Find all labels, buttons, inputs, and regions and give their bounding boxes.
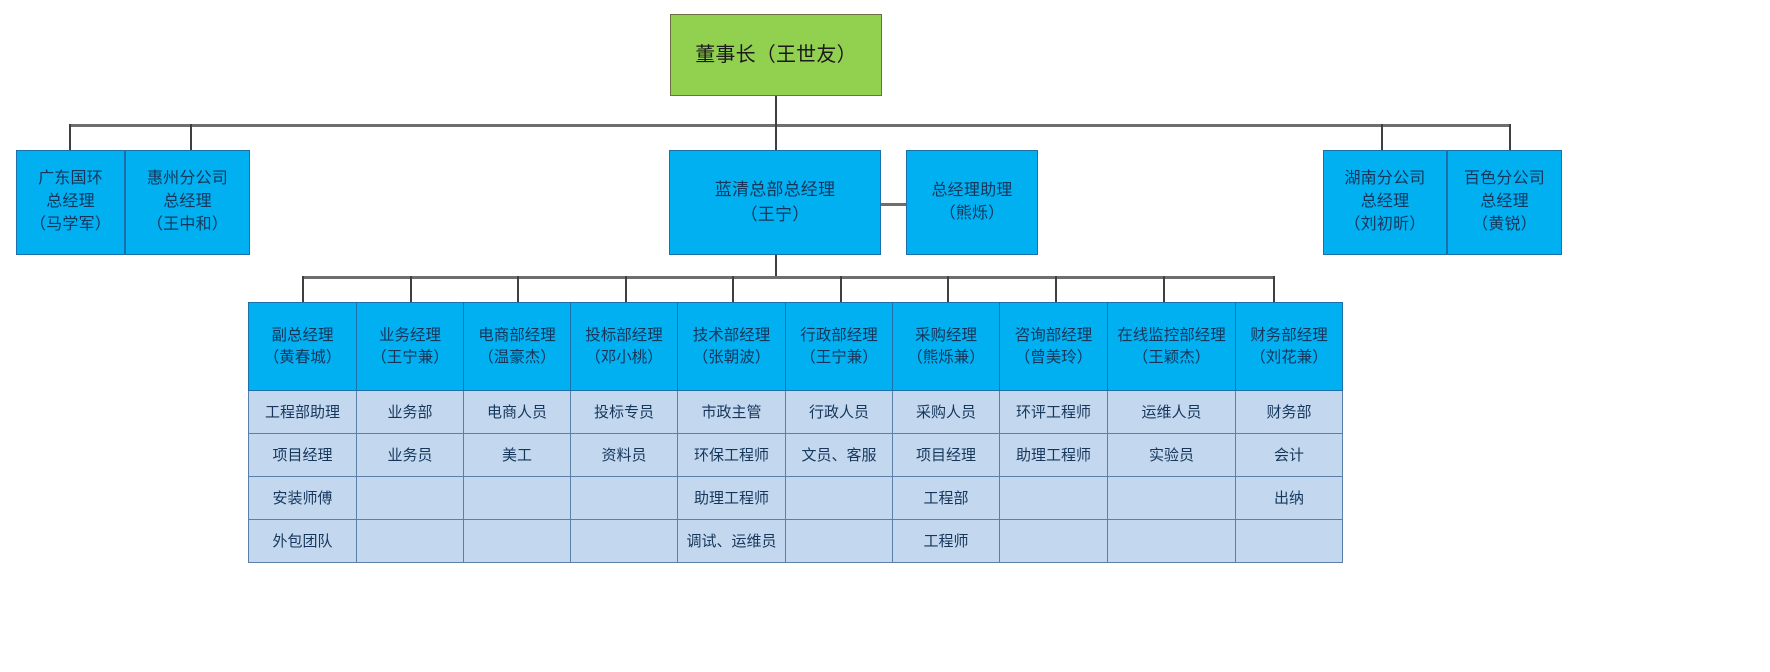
staff-cell: 资料员 (570, 433, 678, 477)
staff-cell: 工程师 (892, 519, 1000, 563)
department-header-row: 副总经理 （黄春城） 业务经理 （王宁兼） 电商部经理 （温豪杰） 投标部经理 … (248, 302, 1343, 391)
connector-level2-bus (69, 124, 1510, 127)
staff-cell (785, 519, 893, 563)
connector-drop-dept-4 (625, 276, 627, 303)
node-chairman[interactable]: 董事长（王世友） (670, 14, 882, 96)
connector-drop-dept-8 (1055, 276, 1057, 303)
staff-cell (463, 476, 571, 520)
node-lanqing-hq-gm[interactable]: 蓝清总部总经理 （王宁） (669, 150, 881, 255)
dept-header-cell[interactable]: 财务部经理 （刘花兼） (1235, 302, 1343, 391)
staff-cell: 会计 (1235, 433, 1343, 477)
dept-header-cell[interactable]: 副总经理 （黄春城） (248, 302, 357, 391)
staff-cell (999, 476, 1108, 520)
staff-cell (356, 519, 464, 563)
connector-chairman-down (775, 96, 777, 125)
staff-cell: 文员、客服 (785, 433, 893, 477)
connector-drop-dept-5 (732, 276, 734, 303)
connector-drop-dept-7 (947, 276, 949, 303)
connector-drop-dept-9 (1163, 276, 1165, 303)
staff-cell: 调试、运维员 (677, 519, 786, 563)
node-gm-assistant[interactable]: 总经理助理 （熊烁） (906, 150, 1038, 255)
staff-cell: 财务部 (1235, 390, 1343, 434)
staff-cell: 项目经理 (248, 433, 357, 477)
staff-cell: 工程部助理 (248, 390, 357, 434)
staff-cell: 采购人员 (892, 390, 1000, 434)
staff-cell: 业务员 (356, 433, 464, 477)
connector-drop-dept-6 (840, 276, 842, 303)
staff-cell (785, 476, 893, 520)
staff-cell: 环评工程师 (999, 390, 1108, 434)
dept-header-cell[interactable]: 行政部经理 （王宁兼） (785, 302, 893, 391)
connector-hq-down (775, 255, 777, 277)
dept-header-cell[interactable]: 电商部经理 （温豪杰） (463, 302, 571, 391)
staff-cell (1107, 476, 1236, 520)
connector-drop-hunan (1381, 124, 1383, 150)
staff-cell: 美工 (463, 433, 571, 477)
staff-cell: 项目经理 (892, 433, 1000, 477)
staff-cell: 助理工程师 (677, 476, 786, 520)
staff-cell: 实验员 (1107, 433, 1236, 477)
staff-cell: 行政人员 (785, 390, 893, 434)
staff-cell (570, 519, 678, 563)
table-row: 安装师傅 助理工程师 工程部 出纳 (248, 476, 1343, 520)
connector-drop-dept-3 (517, 276, 519, 303)
staff-cell: 安装师傅 (248, 476, 357, 520)
connector-drop-dept-2 (410, 276, 412, 303)
staff-cell: 出纳 (1235, 476, 1343, 520)
staff-cell: 投标专员 (570, 390, 678, 434)
staff-cell (570, 476, 678, 520)
dept-header-cell[interactable]: 在线监控部经理 （王颖杰） (1107, 302, 1236, 391)
staff-cell (1107, 519, 1236, 563)
table-row: 工程部助理 业务部 电商人员 投标专员 市政主管 行政人员 采购人员 环评工程师… (248, 390, 1343, 434)
dept-header-cell[interactable]: 采购经理 （熊烁兼） (892, 302, 1000, 391)
node-hunan-branch-gm[interactable]: 湖南分公司 总经理 （刘初昕） (1323, 150, 1447, 255)
connector-department-bus (302, 276, 1275, 279)
staff-cell: 业务部 (356, 390, 464, 434)
staff-cell: 环保工程师 (677, 433, 786, 477)
node-guangdong-gm[interactable]: 广东国环 总经理 （马学军） (16, 150, 125, 255)
connector-drop-dept-10 (1273, 276, 1275, 303)
staff-cell: 运维人员 (1107, 390, 1236, 434)
staff-cell (1235, 519, 1343, 563)
connector-drop-guangdong (69, 124, 71, 150)
dept-header-cell[interactable]: 投标部经理 （邓小桃） (570, 302, 678, 391)
connector-drop-baise (1509, 124, 1511, 150)
staff-cell (356, 476, 464, 520)
staff-cell: 外包团队 (248, 519, 357, 563)
node-baise-branch-gm[interactable]: 百色分公司 总经理 （黄锐） (1447, 150, 1562, 255)
staff-cell: 助理工程师 (999, 433, 1108, 477)
staff-cell: 电商人员 (463, 390, 571, 434)
staff-cell: 工程部 (892, 476, 1000, 520)
table-row: 项目经理 业务员 美工 资料员 环保工程师 文员、客服 项目经理 助理工程师 实… (248, 433, 1343, 477)
connector-drop-headquarters (775, 124, 777, 150)
connector-drop-huizhou (190, 124, 192, 150)
staff-cell (463, 519, 571, 563)
staff-cell (999, 519, 1108, 563)
table-row: 外包团队 调试、运维员 工程师 (248, 519, 1343, 563)
connector-hq-assistant (881, 203, 907, 206)
connector-drop-dept-1 (302, 276, 304, 303)
staff-cell: 市政主管 (677, 390, 786, 434)
dept-header-cell[interactable]: 技术部经理 （张朝波） (677, 302, 786, 391)
dept-header-cell[interactable]: 咨询部经理 （曾美玲） (999, 302, 1108, 391)
department-matrix: 副总经理 （黄春城） 业务经理 （王宁兼） 电商部经理 （温豪杰） 投标部经理 … (248, 302, 1343, 563)
node-huizhou-branch-gm[interactable]: 惠州分公司 总经理 （王中和） (125, 150, 250, 255)
dept-header-cell[interactable]: 业务经理 （王宁兼） (356, 302, 464, 391)
